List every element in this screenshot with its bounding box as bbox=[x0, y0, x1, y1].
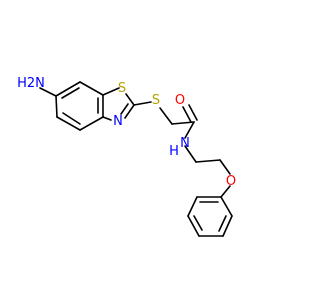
bond-carbonyl-double bbox=[182, 106, 192, 123]
bond-benzene bbox=[79, 81, 104, 96]
bond-phenyl bbox=[187, 196, 198, 217]
bond-ch2-ch2 bbox=[195, 159, 221, 163]
bond-phenyl bbox=[220, 196, 233, 217]
bond-benzene bbox=[55, 95, 58, 118]
amide-hydrogen-label: H bbox=[169, 144, 179, 159]
bond-carbonyl-amide-n bbox=[184, 121, 195, 139]
bond-benzene bbox=[79, 116, 104, 131]
atom-labels: H2N S N S O N H O bbox=[17, 76, 236, 189]
bond-lines bbox=[39, 81, 233, 237]
amide-nitrogen-label: N bbox=[180, 136, 190, 151]
bond-thiazole bbox=[125, 93, 135, 106]
bond-thiazole bbox=[124, 104, 135, 119]
bond-thiazole bbox=[102, 87, 120, 96]
bond-ch2-ether-o bbox=[219, 159, 231, 175]
ring-sulfur-label: S bbox=[118, 81, 126, 96]
bond-benzene-double bbox=[62, 112, 81, 125]
bond-benzene bbox=[55, 81, 81, 97]
bond-thioether-ch2 bbox=[159, 107, 173, 125]
bond-phenyl-double bbox=[218, 215, 227, 232]
ether-oxygen-label: O bbox=[226, 174, 236, 189]
bond-thiazole bbox=[102, 116, 112, 121]
bond-phenyl bbox=[222, 215, 233, 237]
bond-carbonyl-double bbox=[188, 104, 198, 121]
bond-thiazole-double bbox=[120, 103, 129, 115]
carbonyl-oxygen-label: O bbox=[175, 93, 185, 108]
bond-amide-n-ch2 bbox=[184, 145, 197, 163]
bond-ether-phenyl bbox=[220, 185, 231, 198]
thioether-sulfur-label: S bbox=[152, 93, 160, 108]
bond-phenyl bbox=[187, 215, 200, 237]
molecule-structure-diagram: H2N S N S O N H O bbox=[17, 76, 236, 237]
bond-benzene bbox=[56, 116, 81, 131]
bond-amine-ring bbox=[39, 87, 57, 97]
ring-nitrogen-label: N bbox=[113, 114, 123, 129]
bond-benzene-double bbox=[61, 87, 80, 99]
amine-label: H2N bbox=[17, 76, 45, 91]
bond-c2-thioether bbox=[133, 101, 152, 106]
bond-phenyl-double bbox=[193, 215, 203, 231]
